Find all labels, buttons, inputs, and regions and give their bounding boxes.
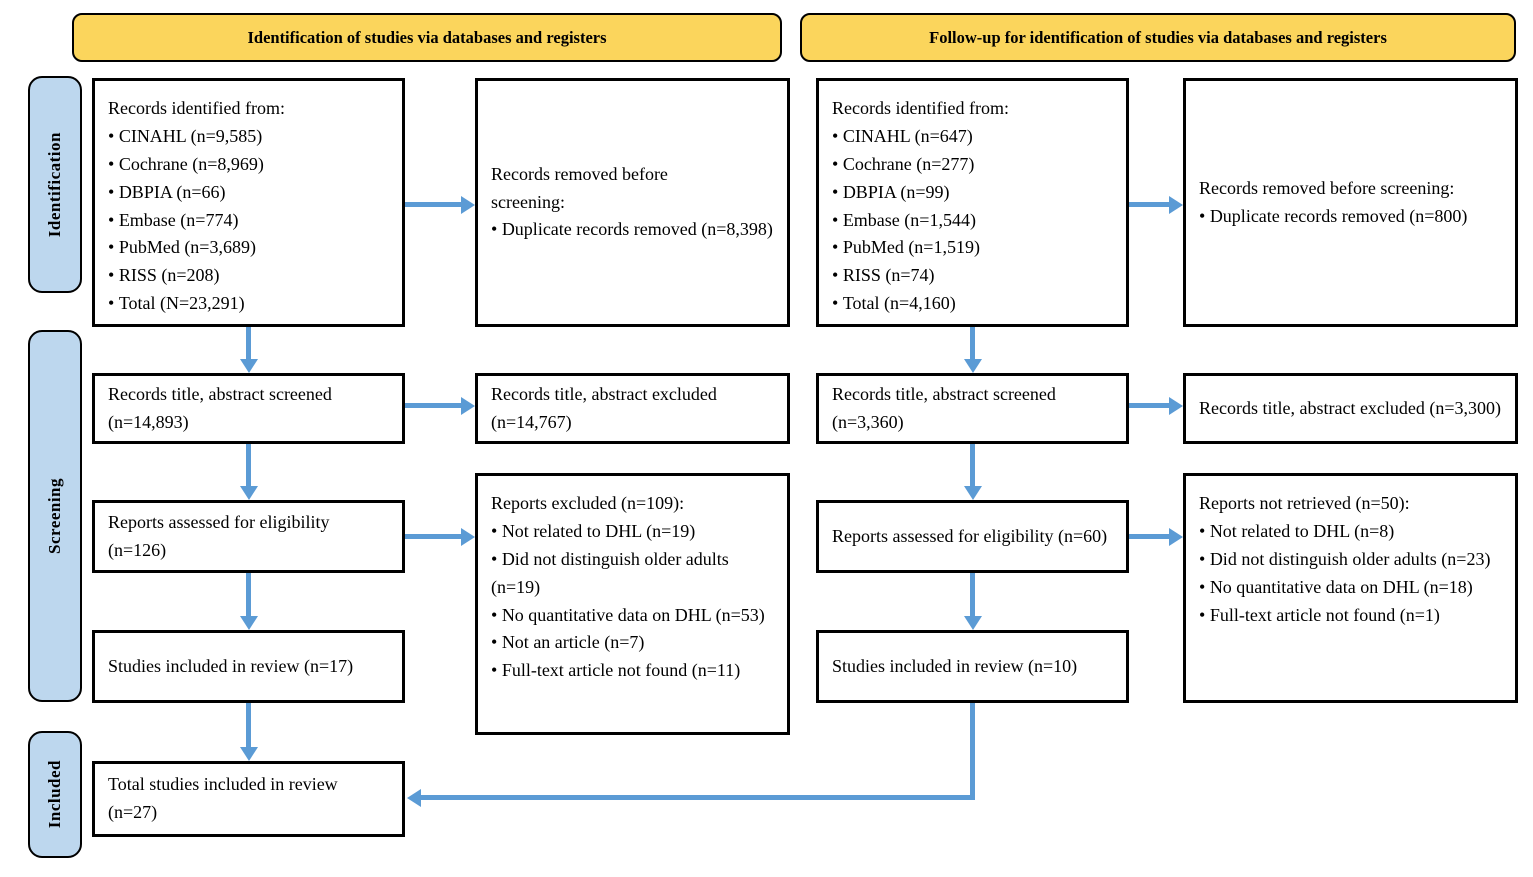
list-item: Not related to DHL (n=8) (1199, 518, 1502, 546)
list-item: PubMed (n=1,519) (832, 234, 1113, 262)
box-records-removed-followup: Records removed before screening: Duplic… (1183, 78, 1518, 327)
list-item: Duplicate records removed (n=8,398) (491, 216, 774, 244)
list-item: DBPIA (n=66) (108, 179, 389, 207)
arrow-assessed-to-reports-excluded-left (405, 534, 461, 539)
stage-screening-label: Screening (45, 478, 64, 554)
stage-screening: Screening (28, 330, 82, 702)
list-item: No quantitative data on DHL (n=53) (491, 602, 774, 630)
stage-identification-label: Identification (45, 131, 64, 238)
box-title: Reports not retrieved (n=50): (1199, 493, 1410, 513)
box-text: Records title, abstract screened (n=3,36… (832, 383, 1056, 432)
list-item: Total (n=4,160) (832, 290, 1113, 318)
list-item: CINAHL (n=9,585) (108, 123, 389, 151)
list-item: Full-text article not found (n=1) (1199, 602, 1502, 630)
list-item: Embase (n=1,544) (832, 207, 1113, 235)
arrow-followup-to-total (421, 795, 975, 800)
box-title: Reports excluded (n=109): (491, 493, 685, 513)
list-item: RISS (n=74) (832, 262, 1113, 290)
arrow-screened-to-assessed-followup (970, 444, 975, 486)
arrow-included-to-total (246, 703, 251, 747)
list-item: Cochrane (n=277) (832, 151, 1113, 179)
list-item: Full-text article not found (n=11) (491, 657, 774, 685)
box-text: Records title, abstract excluded (n=3,30… (1199, 397, 1502, 418)
box-total-included: Total studies included in review (n=27) (92, 761, 405, 837)
box-records-identified-followup: Records identified from: CINAHL (n=647) … (816, 78, 1129, 327)
box-title: Records identified from: (108, 98, 285, 118)
box-title: Records identified from: (832, 98, 1009, 118)
box-reports-not-retrieved-followup: Reports not retrieved (n=50): Not relate… (1183, 473, 1518, 703)
list-item: Did not distinguish older adults (n=23) (1199, 546, 1502, 574)
box-text: Records title, abstract screened (n=14,8… (108, 383, 332, 432)
list-item: PubMed (n=3,689) (108, 234, 389, 262)
stage-identification: Identification (28, 76, 82, 293)
list-item: Embase (n=774) (108, 207, 389, 235)
box-assessed-left: Reports assessed for eligibility (n=126) (92, 500, 405, 573)
box-assessed-followup: Reports assessed for eligibility (n=60) (816, 500, 1129, 573)
box-studies-included-followup: Studies included in review (n=10) (816, 630, 1129, 703)
box-text: Studies included in review (n=17) (108, 655, 354, 676)
arrow-identified-to-screened-followup (970, 327, 975, 359)
box-excluded-followup: Records title, abstract excluded (n=3,30… (1183, 373, 1518, 444)
arrow-identified-to-removed-followup (1129, 202, 1169, 207)
list-item: DBPIA (n=99) (832, 179, 1113, 207)
box-reports-excluded-left: Reports excluded (n=109): Not related to… (475, 473, 790, 735)
list-item: RISS (n=208) (108, 262, 389, 290)
list-item: Not an article (n=7) (491, 629, 774, 657)
box-screened-left: Records title, abstract screened (n=14,8… (92, 373, 405, 444)
list-item: Total (N=23,291) (108, 290, 389, 318)
box-records-identified-left: Records identified from: CINAHL (n=9,585… (92, 78, 405, 327)
list-item: CINAHL (n=647) (832, 123, 1113, 151)
box-studies-included-left: Studies included in review (n=17) (92, 630, 405, 703)
arrow-assessed-to-included-left (246, 573, 251, 616)
stage-included-label: Included (45, 760, 64, 829)
box-text: Reports assessed for eligibility (n=60) (832, 525, 1108, 546)
arrow-identified-to-screened-left (246, 327, 251, 359)
box-title: Records removed before screening: (1199, 177, 1455, 198)
arrow-assessed-to-included-followup (970, 573, 975, 616)
list-item: Did not distinguish older adults (n=19) (491, 546, 774, 602)
arrow-assessed-to-not-retrieved-followup (1129, 534, 1169, 539)
box-text: Reports assessed for eligibility (n=126) (108, 511, 330, 560)
list-item: No quantitative data on DHL (n=18) (1199, 574, 1502, 602)
list-item: Cochrane (n=8,969) (108, 151, 389, 179)
arrow-screened-to-assessed-left (246, 444, 251, 486)
arrow-identified-to-removed-left (405, 202, 461, 207)
connector-followup-to-total-vertical (970, 703, 975, 800)
stage-included: Included (28, 731, 82, 858)
box-text: Records title, abstract excluded (n=14,7… (491, 383, 717, 432)
arrow-screened-to-excluded-left (405, 403, 461, 408)
box-title: Records removed before screening: (491, 163, 668, 212)
box-excluded-left: Records title, abstract excluded (n=14,7… (475, 373, 790, 444)
box-records-removed-left: Records removed before screening: Duplic… (475, 78, 790, 327)
arrow-screened-to-excluded-followup (1129, 403, 1169, 408)
box-text: Total studies included in review (n=27) (108, 774, 338, 822)
list-item: Duplicate records removed (n=800) (1199, 203, 1502, 231)
box-screened-followup: Records title, abstract screened (n=3,36… (816, 373, 1129, 444)
header-followup-databases-registers: Follow-up for identification of studies … (800, 13, 1516, 62)
header-databases-registers: Identification of studies via databases … (72, 13, 782, 62)
box-text: Studies included in review (n=10) (832, 655, 1078, 676)
list-item: Not related to DHL (n=19) (491, 518, 774, 546)
